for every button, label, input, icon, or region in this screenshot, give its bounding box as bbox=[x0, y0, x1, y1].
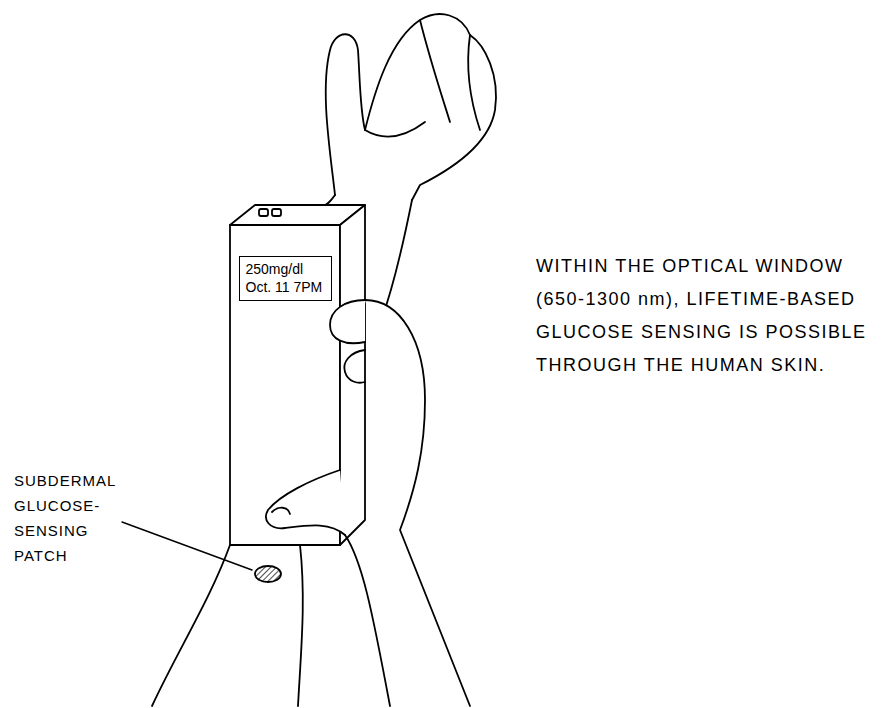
display-reading: 250mg/dl bbox=[246, 261, 325, 279]
holding-hand bbox=[365, 300, 470, 706]
holding-finger bbox=[344, 350, 365, 383]
glucose-patch bbox=[255, 566, 281, 582]
display-reading: Oct. 11 7PM bbox=[246, 279, 325, 297]
display-screen: 250mg/dlOct. 11 7PM bbox=[239, 256, 332, 301]
forearm-edge bbox=[298, 545, 303, 706]
part-label: SUBDERMAL GLUCOSE-SENSING PATCH bbox=[14, 468, 132, 568]
note-text: WITHIN THE OPTICAL WINDOW (650-1300 nm),… bbox=[536, 250, 884, 382]
forearm-edge bbox=[382, 200, 412, 318]
finger-line bbox=[468, 35, 480, 130]
device-button bbox=[272, 209, 281, 216]
raised-hand bbox=[326, 14, 496, 200]
device-side bbox=[340, 205, 365, 545]
device-button bbox=[259, 209, 268, 216]
thumb-nail bbox=[272, 508, 290, 514]
forearm-edge bbox=[152, 545, 230, 706]
wrist-edge bbox=[345, 535, 390, 706]
holding-finger bbox=[330, 300, 365, 343]
finger-line bbox=[365, 122, 425, 137]
holding-thumb bbox=[266, 470, 345, 535]
leader-line bbox=[122, 522, 252, 570]
finger-line bbox=[420, 20, 450, 122]
